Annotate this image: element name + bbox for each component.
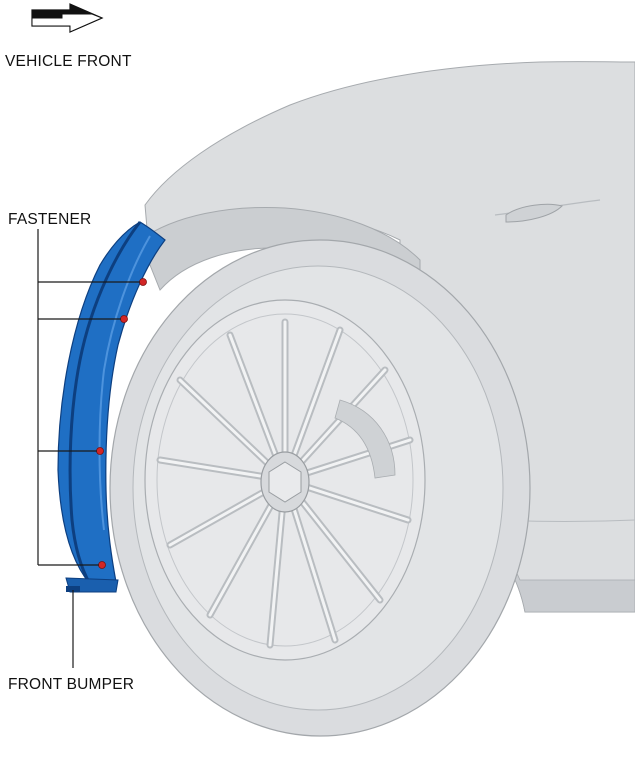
wheel-rim bbox=[144, 299, 426, 661]
leader-lines bbox=[37, 229, 140, 668]
arrow-right-3d-icon bbox=[31, 3, 104, 33]
fastener-1 bbox=[139, 278, 147, 286]
fastener-2 bbox=[120, 315, 128, 323]
fastener-3 bbox=[96, 447, 104, 455]
front-bumper bbox=[57, 221, 166, 593]
fastener-4 bbox=[98, 561, 106, 569]
front-bumper-label: FRONT BUMPER bbox=[8, 676, 135, 693]
vehicle-front-label: VEHICLE FRONT bbox=[5, 53, 132, 70]
fastener-label: FASTENER bbox=[8, 211, 92, 228]
